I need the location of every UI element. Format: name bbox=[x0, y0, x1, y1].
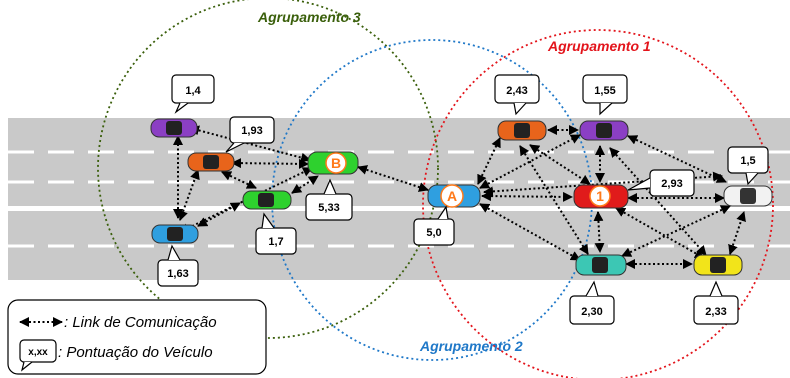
road-surface bbox=[8, 118, 790, 280]
car-purple-left bbox=[150, 118, 198, 138]
car-red-center: 1 bbox=[573, 184, 629, 209]
score-callout-purple-left: 1,4 bbox=[171, 74, 215, 114]
score-callout-orange-right: 2,43 bbox=[494, 74, 540, 116]
score-a: 5,0 bbox=[426, 227, 441, 239]
link-blue-green-left bbox=[197, 202, 241, 227]
road-median bbox=[8, 206, 790, 211]
node-b-label: B bbox=[331, 155, 341, 171]
score-purple-right: 1,55 bbox=[594, 85, 615, 97]
score-orange-right: 2,43 bbox=[506, 85, 527, 97]
node-a-label: A bbox=[447, 188, 457, 204]
node-1-marker bbox=[589, 185, 611, 207]
score-callout-purple-right: 1,55 bbox=[582, 74, 628, 116]
link-orange-green-left bbox=[221, 171, 257, 189]
legend: : Link de Comunicação x,xx : Pontuação d… bbox=[7, 299, 267, 375]
car-teal bbox=[575, 254, 627, 276]
score-white-right: 1,5 bbox=[740, 155, 755, 167]
score-callout-a: 5,0 bbox=[413, 205, 455, 246]
node-b-marker bbox=[325, 152, 347, 174]
legend-score-sample-text: x,xx bbox=[28, 347, 48, 358]
car-white-right bbox=[723, 185, 773, 207]
cluster-1-label: Agrupamento 1 bbox=[547, 38, 651, 54]
score-callouts: 1,4 1,93 1,7 1,63 5,33 5,0 bbox=[157, 74, 769, 325]
score-green-left: 1,7 bbox=[268, 236, 283, 248]
score-callout-orange-left: 1,93 bbox=[225, 116, 275, 153]
score-b: 5,33 bbox=[318, 202, 339, 214]
car-blue-left bbox=[151, 224, 199, 244]
score-callout-teal: 2,30 bbox=[569, 280, 615, 325]
link-teal-white bbox=[621, 205, 731, 257]
car-orange-left bbox=[187, 152, 235, 172]
legend-score-label: : Pontuação do Veículo bbox=[58, 344, 213, 361]
road bbox=[8, 118, 790, 280]
legend-link-label: : Link de Comunicação bbox=[64, 314, 217, 331]
cluster-1-boundary bbox=[422, 29, 774, 378]
score-callout-blue-left: 1,63 bbox=[157, 244, 199, 287]
cluster-3-boundary bbox=[97, 0, 439, 339]
car-green-left bbox=[242, 190, 292, 210]
vehicles: B A 1 bbox=[150, 118, 773, 276]
link-red-teal bbox=[593, 211, 605, 253]
score-purple-left: 1,4 bbox=[185, 85, 201, 97]
score-orange-left: 1,93 bbox=[241, 125, 262, 137]
car-purple-right bbox=[579, 120, 629, 141]
score-teal: 2,30 bbox=[581, 306, 602, 318]
legend-box bbox=[7, 299, 267, 375]
score-red-center: 2,93 bbox=[661, 178, 682, 190]
car-yellow bbox=[693, 254, 743, 276]
score-callout-b: 5,33 bbox=[305, 178, 353, 221]
cluster-3-label: Agrupamento 3 bbox=[257, 9, 361, 25]
link-yellow-white bbox=[728, 211, 746, 255]
cluster-2-label: Agrupamento 2 bbox=[419, 338, 523, 354]
car-orange-right bbox=[497, 120, 547, 141]
score-blue-left: 1,63 bbox=[167, 268, 188, 280]
car-a: A bbox=[427, 184, 481, 208]
link-b-a bbox=[357, 165, 429, 192]
node-1-label: 1 bbox=[596, 188, 604, 204]
node-a-marker bbox=[440, 184, 464, 208]
link-purple-yellow bbox=[609, 147, 707, 256]
link-orange-teal bbox=[519, 145, 589, 255]
legend-score-sample: x,xx bbox=[19, 339, 57, 372]
score-yellow: 2,33 bbox=[705, 306, 726, 318]
score-callout-red-center: 2,93 bbox=[627, 169, 695, 197]
communication-links bbox=[173, 125, 746, 269]
link-orange-left-b bbox=[231, 158, 309, 169]
score-callout-yellow: 2,33 bbox=[693, 280, 739, 325]
car-b: B bbox=[307, 151, 359, 175]
score-callout-white-right: 1,5 bbox=[727, 146, 769, 186]
score-callout-green-left: 1,7 bbox=[255, 212, 297, 255]
